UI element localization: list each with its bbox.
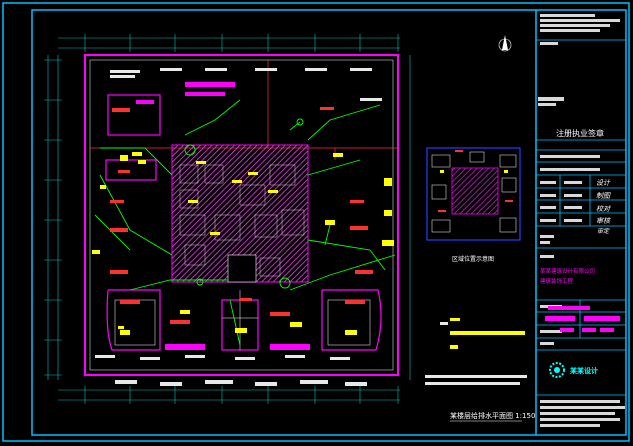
- role-label: 审核: [596, 217, 611, 225]
- role-label: 审定: [597, 227, 610, 235]
- company-logo: 某某设计: [549, 362, 598, 378]
- pipe-network: [94, 99, 396, 346]
- main-floor-plan: [44, 34, 527, 404]
- logo-text: 某某设计: [569, 366, 598, 375]
- key-plan: 区域位置示意图: [426, 147, 521, 263]
- drawing-title: 某楼层给排水平面图 1:150: [450, 411, 535, 420]
- red-labels: [110, 107, 373, 324]
- company-name: 某某建筑设计有限公司: [540, 267, 595, 275]
- core-hatched-area: [171, 144, 309, 283]
- seal-caption: 注册执业签章: [556, 128, 604, 138]
- company-subtitle: 建筑装饰工程: [540, 277, 574, 285]
- role-label: 设计: [596, 179, 611, 187]
- sheet-outer-frame: [2, 2, 630, 442]
- north-arrow: [498, 35, 512, 52]
- role-label: 校对: [596, 205, 611, 213]
- equipment-tags: [92, 152, 525, 349]
- title-block: 注册执业签章 设计 制图 校对 审核 审定 某某建筑设计有限公司 建筑装饰工程 …: [536, 14, 626, 427]
- building-outline: [84, 54, 399, 376]
- role-label: 制图: [596, 192, 611, 200]
- annotation-bars: [95, 68, 527, 386]
- sheet-inner-frame: [31, 9, 627, 436]
- key-plan-title: 区域位置示意图: [452, 255, 494, 263]
